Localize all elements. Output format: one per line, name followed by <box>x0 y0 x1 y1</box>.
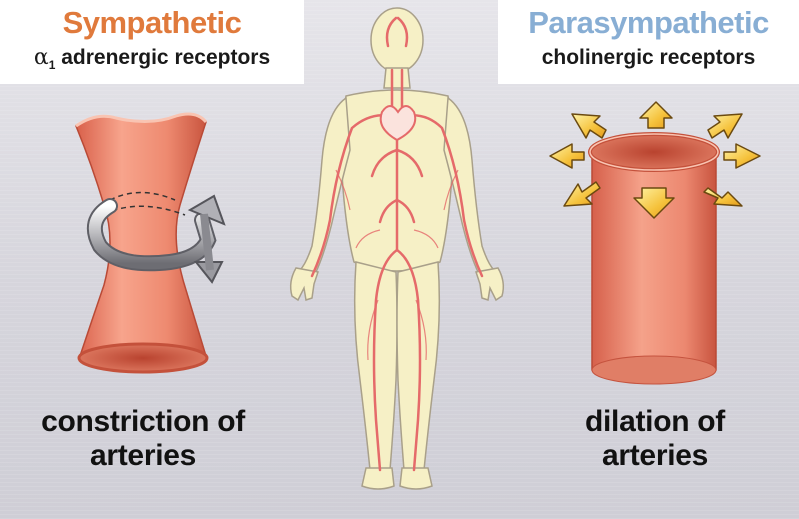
dilation-caption-line1: dilation of <box>540 405 770 439</box>
dilation-caption: dilation of arteries <box>540 405 770 473</box>
constriction-caption: constriction of arteries <box>0 405 286 473</box>
constriction-caption-line2: arteries <box>0 439 286 473</box>
constriction-caption-line1: constriction of <box>0 405 286 439</box>
dilation-caption-line2: arteries <box>540 439 770 473</box>
